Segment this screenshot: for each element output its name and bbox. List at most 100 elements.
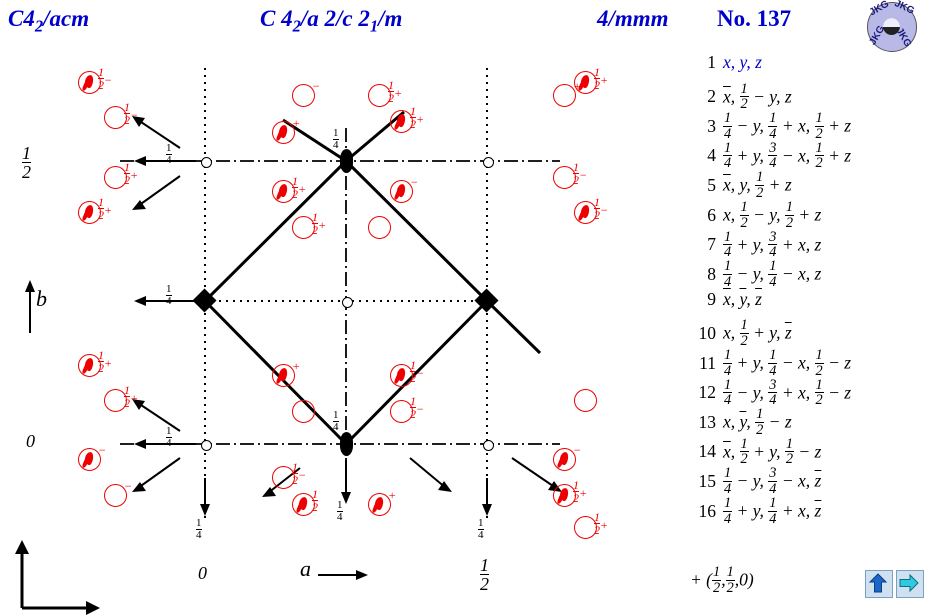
operation-number: 13 (698, 411, 717, 432)
motif-comma (78, 448, 101, 471)
motif-ring (292, 84, 315, 107)
operation-number: 7 (707, 234, 716, 255)
operation-number: 4 (707, 145, 716, 166)
motif-comma (272, 121, 295, 144)
height-mark: − (573, 443, 582, 457)
twofold-open-circle (483, 157, 494, 168)
bilbao-logo: JKG JKG JKG JKG (863, 0, 919, 54)
operation-number: 2 (707, 86, 716, 107)
motif-comma (78, 201, 101, 224)
motif-ring (104, 166, 127, 189)
hm-symbol-full: C 42/a 2/c 21/m (260, 6, 403, 36)
twofold-open-circle (201, 440, 212, 451)
operation-number: 8 (707, 263, 716, 284)
operation-coordinates: x, y, z (723, 52, 762, 72)
motif-comma (272, 180, 295, 203)
a-axis-label: a (300, 556, 311, 581)
motif-comma (390, 364, 413, 387)
motif-comma (390, 180, 413, 203)
operation-number: 1 (707, 52, 716, 72)
motif-ring (368, 84, 391, 107)
motif-comma (78, 71, 101, 94)
right-arrow-button[interactable] (896, 570, 924, 598)
fourfold-screw-lens (340, 432, 353, 456)
b-axis-label: b (36, 286, 47, 311)
motif-ring (553, 166, 576, 189)
motif-comma (553, 484, 576, 507)
operation-number: 3 (707, 115, 716, 136)
height-mark: − (124, 479, 133, 493)
motif-comma (272, 364, 295, 387)
motif-ring (368, 216, 391, 239)
up-arrow-button[interactable] (865, 570, 893, 598)
operation-number: 16 (698, 500, 717, 521)
motif-comma (390, 110, 413, 133)
motif-comma (574, 71, 597, 94)
space-group-number: No. 137 (717, 6, 792, 31)
height-mark: − (410, 175, 419, 189)
motif-ring (574, 516, 597, 539)
logo-circle (867, 2, 917, 52)
hm-symbol-short: C42/acm (8, 6, 90, 36)
navigation-buttons[interactable] (865, 570, 929, 602)
motif-comma (78, 354, 101, 377)
twofold-open-circle (342, 297, 353, 308)
height-mark: + (573, 79, 582, 93)
motif-ring (104, 484, 127, 507)
motif-ring (553, 84, 576, 107)
motif-ring (104, 389, 127, 412)
operation-row: 1 x, y, z (690, 52, 940, 82)
height-mark: − (98, 443, 107, 457)
logo-text-1: JKG (867, 0, 891, 19)
motif-ring (292, 400, 315, 423)
operation-number: 12 (698, 382, 717, 403)
x-tick-zero: 0 (198, 563, 207, 583)
operation-number: 15 (698, 470, 717, 491)
y-tick-zero: 0 (26, 431, 35, 451)
motif-comma (574, 201, 597, 224)
yin-yang-icon (883, 18, 900, 35)
operation-number: 11 (699, 352, 716, 373)
motif-comma (553, 448, 576, 471)
up-arrow-icon (868, 573, 888, 593)
